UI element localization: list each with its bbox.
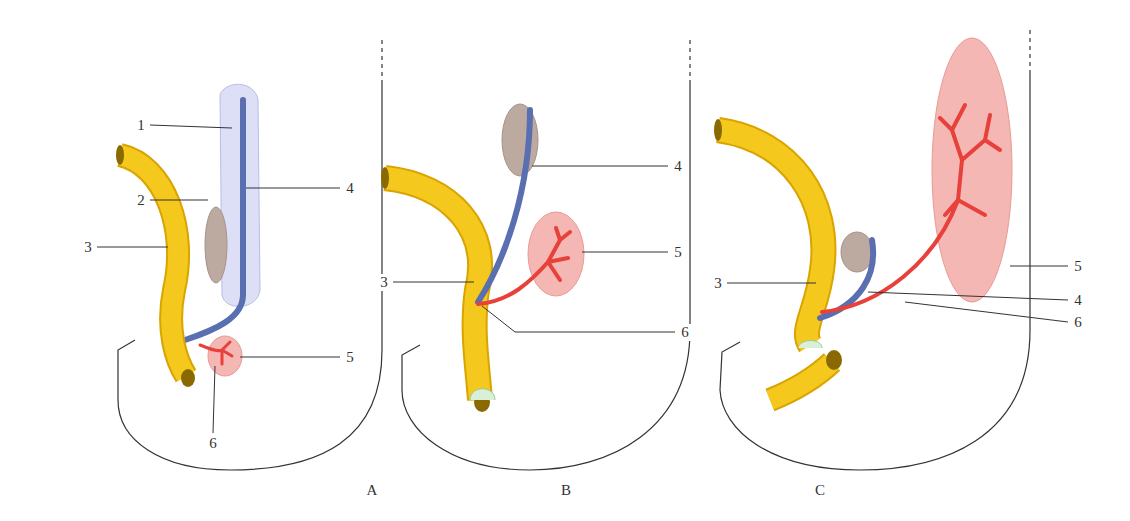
callout-number: 6 [1072, 314, 1084, 331]
callout-number: 2 [135, 192, 147, 209]
callout-number: 1 [135, 117, 147, 134]
callout-number: 5 [672, 244, 684, 261]
panel-letter: A [365, 482, 380, 499]
callout-number: 4 [344, 180, 356, 197]
callout-number: 3 [378, 274, 390, 291]
callout-number: 5 [1072, 258, 1084, 275]
panel-letter: B [559, 482, 573, 499]
callout-number: 3 [82, 239, 94, 256]
callout-number: 3 [712, 275, 724, 292]
callout-number: 4 [1072, 292, 1084, 309]
callout-number: 4 [672, 158, 684, 175]
callout-number: 5 [344, 349, 356, 366]
callout-number: 6 [207, 435, 219, 452]
callout-number: 6 [679, 324, 691, 341]
panel-letter: C [813, 482, 827, 499]
